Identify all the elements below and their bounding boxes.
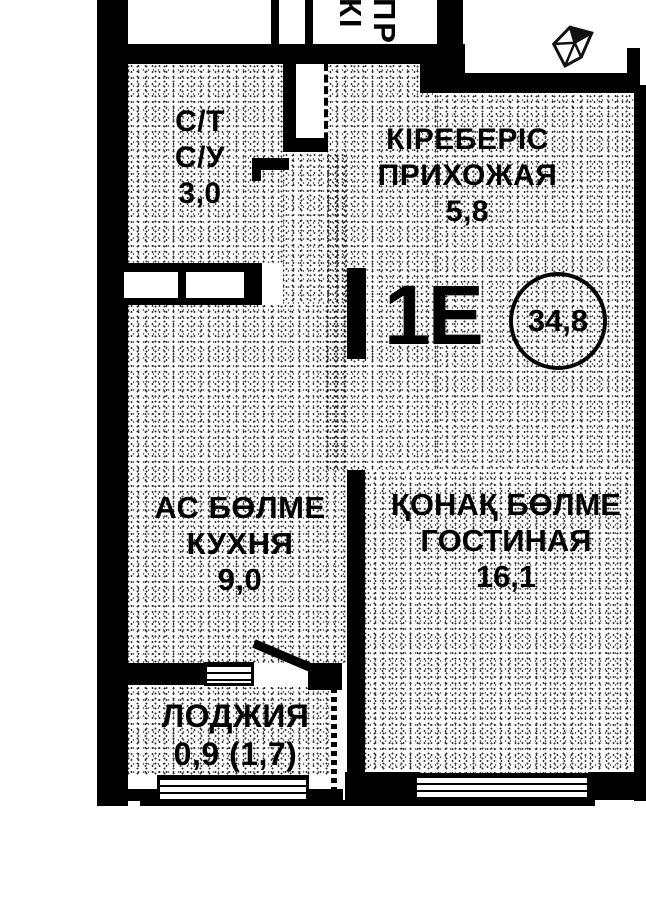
room-name-ru: ГОСТИНАЯ <box>420 523 592 558</box>
wall-living-bottom-left <box>345 772 420 800</box>
wall-bathroom-bottom <box>120 263 262 305</box>
wall-top-a <box>118 44 438 64</box>
room-label-bathroom: С/Т С/У 3,0 <box>120 104 280 212</box>
room-name-kz: ҚОНАҚ БӨЛМЕ <box>391 487 621 522</box>
neighbor-label-line1: КІ <box>333 0 368 30</box>
room-name-ru: ПРИХОЖАЯ <box>377 159 558 192</box>
window-loggia <box>157 775 309 803</box>
wall-panel <box>124 272 178 298</box>
room-name-kz: АС БӨЛМЕ <box>154 490 326 525</box>
room-area: 0,9 (1,7) <box>173 736 298 772</box>
wall-loggia-right-hatched <box>331 688 337 792</box>
room-area: 9,0 <box>217 562 263 597</box>
room-area: 16,1 <box>475 559 537 594</box>
window-living <box>414 773 590 801</box>
wall-hall-stub <box>347 268 366 359</box>
neighbor-label-cutoff: КІ ПР <box>330 0 408 44</box>
total-area-circle-badge: 34,8 <box>509 272 607 370</box>
wall-panel <box>186 272 244 298</box>
wall-balcony-pier <box>308 663 342 690</box>
wall-kitchen-living-divider <box>347 470 365 776</box>
wall-column-top <box>437 0 463 86</box>
room-fill-living <box>365 470 634 773</box>
wall-loggia-bottom-right <box>303 789 343 802</box>
wall-living-bottom-right <box>588 772 646 800</box>
wall-bottom-outer-line <box>140 800 595 806</box>
room-area: 5,8 <box>445 195 490 228</box>
room-name-ru: С/У <box>174 141 226 174</box>
window-kitchen <box>204 662 254 686</box>
wall-stub-neighbor-2 <box>305 0 313 46</box>
room-name-ru: КУХНЯ <box>186 526 294 561</box>
vent-shaft-bottom-wall <box>291 138 328 152</box>
room-fill-kitchen <box>128 303 347 663</box>
room-name-ru: ЛОДЖИЯ <box>161 698 310 734</box>
wall-right-exterior <box>634 85 646 801</box>
wall-loggia-bottom-left <box>108 789 163 801</box>
room-fill-loggia <box>128 685 332 777</box>
room-area: 3,0 <box>178 177 222 210</box>
room-name-kz: С/Т <box>175 105 225 138</box>
wall-right-stub <box>627 48 640 93</box>
vent-shaft <box>283 63 328 152</box>
unit-type-label: 1Е <box>384 268 484 362</box>
wall-stub-neighbor-1 <box>271 0 279 46</box>
room-fill-bath-door-zone <box>283 152 347 304</box>
door-leaf-bathroom-end <box>252 158 261 181</box>
room-label-living: ҚОНАҚ БӨЛМЕ ГОСТИНАЯ 16,1 <box>382 487 630 595</box>
gem-diamond-logo-icon <box>551 25 594 68</box>
wall-top-b <box>445 73 640 93</box>
wall-kitchen-bottom <box>97 663 207 685</box>
neighbor-label-line2: ПР <box>367 0 402 44</box>
room-name-kz: КІРЕБЕРІС <box>386 123 549 156</box>
room-label-hallway: КІРЕБЕРІС ПРИХОЖАЯ 5,8 <box>355 122 580 230</box>
room-label-kitchen: АС БӨЛМЕ КУХНЯ 9,0 <box>145 490 335 598</box>
room-label-loggia: ЛОДЖИЯ 0,9 (1,7) <box>138 697 333 773</box>
door-leaf-bathroom <box>252 158 289 170</box>
